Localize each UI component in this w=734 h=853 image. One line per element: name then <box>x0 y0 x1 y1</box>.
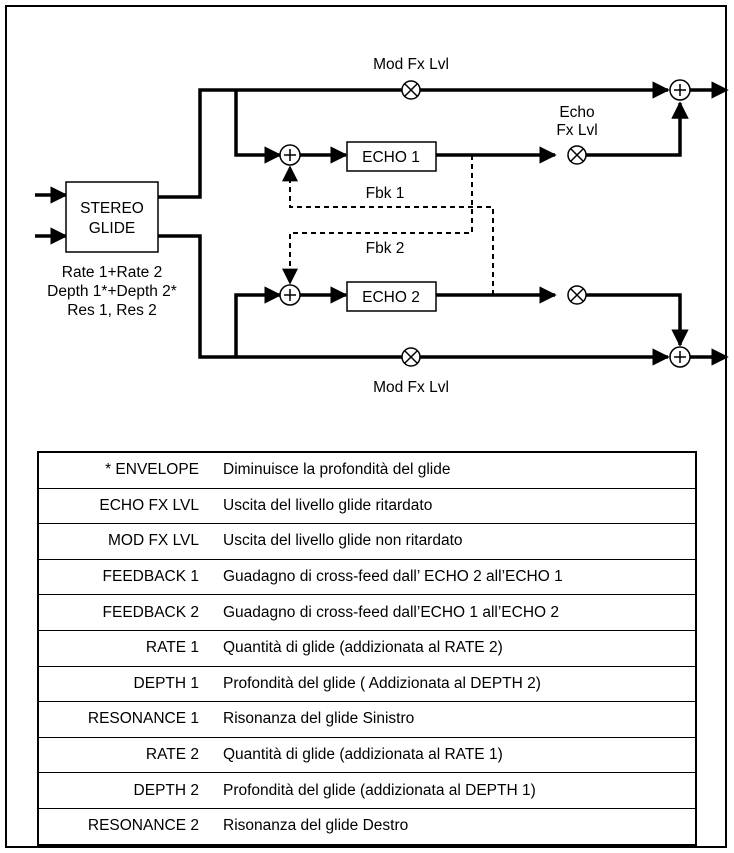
legend-key: RATE 2 <box>38 737 209 774</box>
feedback-lines <box>282 155 494 295</box>
params-line-3: Res 1, Res 2 <box>67 302 157 319</box>
signal-lines <box>35 81 729 366</box>
legend-key: MOD FX LVL <box>38 523 209 560</box>
legend-description: Guadagno di cross-feed dall’ECHO 1 all’E… <box>209 594 696 631</box>
mod-fx-level-node-bottom <box>401 347 421 367</box>
echo-fx-level-node-bottom <box>567 285 587 305</box>
legend-key: RESONANCE 2 <box>87 817 199 835</box>
legend-key: RATE 1 <box>38 630 209 667</box>
legend-key: * ENVELOPE <box>38 452 209 489</box>
params-line-1: Rate 1+Rate 2 <box>62 264 162 281</box>
mod-fx-label-top: Mod Fx Lvl <box>373 56 449 73</box>
sum-junction-out-bottom <box>669 346 691 368</box>
echo1-block <box>346 141 437 172</box>
mod-fx-label-bottom: Mod Fx Lvl <box>373 379 449 396</box>
legend-key: FEEDBACK 1 <box>38 559 209 596</box>
legend-description: Risonanza del glide Destro <box>223 817 409 835</box>
params-line-2: Depth 1*+Depth 2* <box>47 283 177 300</box>
legend-description: Profondità del glide ( Addizionata al DE… <box>209 666 696 703</box>
echo2-label: ECHO 2 <box>362 289 420 306</box>
echo2-block <box>346 281 437 312</box>
frame-border <box>5 5 727 848</box>
legend-key: DEPTH 1 <box>38 666 209 703</box>
echo-fx-label-2: Fx Lvl <box>556 122 597 139</box>
signal-flow-diagram: STEREO GLIDE ECHO 1 ECHO 2 Mod Fx Lvl Ec… <box>35 56 729 396</box>
stereo-glide-block <box>65 181 159 253</box>
mod-fx-level-node-top <box>401 80 421 100</box>
sum-junction-echo1 <box>279 144 301 166</box>
legend-key: RESONANCE 1 <box>38 701 209 738</box>
legend-description: Quantità di glide (addizionata al RATE 2… <box>209 630 696 667</box>
fbk2-label: Fbk 2 <box>366 240 405 257</box>
echo-fx-label-1: Echo <box>559 104 594 121</box>
legend-description: Uscita del livello glide non ritardato <box>209 523 696 560</box>
sum-junction-echo2 <box>279 284 301 306</box>
legend-description: Diminuisce la profondità del glide <box>209 452 696 489</box>
stereo-glide-label-2: GLIDE <box>89 220 136 237</box>
legend-row: RESONANCE 2 Risonanza del glide Destro <box>38 808 696 844</box>
legend-description: Quantità di glide (addizionata al RATE 1… <box>209 737 696 774</box>
echo1-label: ECHO 1 <box>362 149 420 166</box>
echo-fx-level-node-top <box>567 145 587 165</box>
legend-description: Risonanza del glide Sinistro <box>209 701 696 738</box>
stereo-glide-label-1: STEREO <box>80 200 144 217</box>
fbk1-label: Fbk 1 <box>366 185 405 202</box>
legend-key: DEPTH 2 <box>38 772 209 809</box>
legend-description: Uscita del livello glide ritardato <box>209 488 696 525</box>
legend-key: FEEDBACK 2 <box>38 594 209 631</box>
legend-description: Profondità del glide (addizionata al DEP… <box>209 772 696 809</box>
legend-description: Guadagno di cross-feed dall’ ECHO 2 all’… <box>209 559 696 596</box>
legend-key: ECHO FX LVL <box>38 488 209 525</box>
sum-junction-out-top <box>669 79 691 101</box>
